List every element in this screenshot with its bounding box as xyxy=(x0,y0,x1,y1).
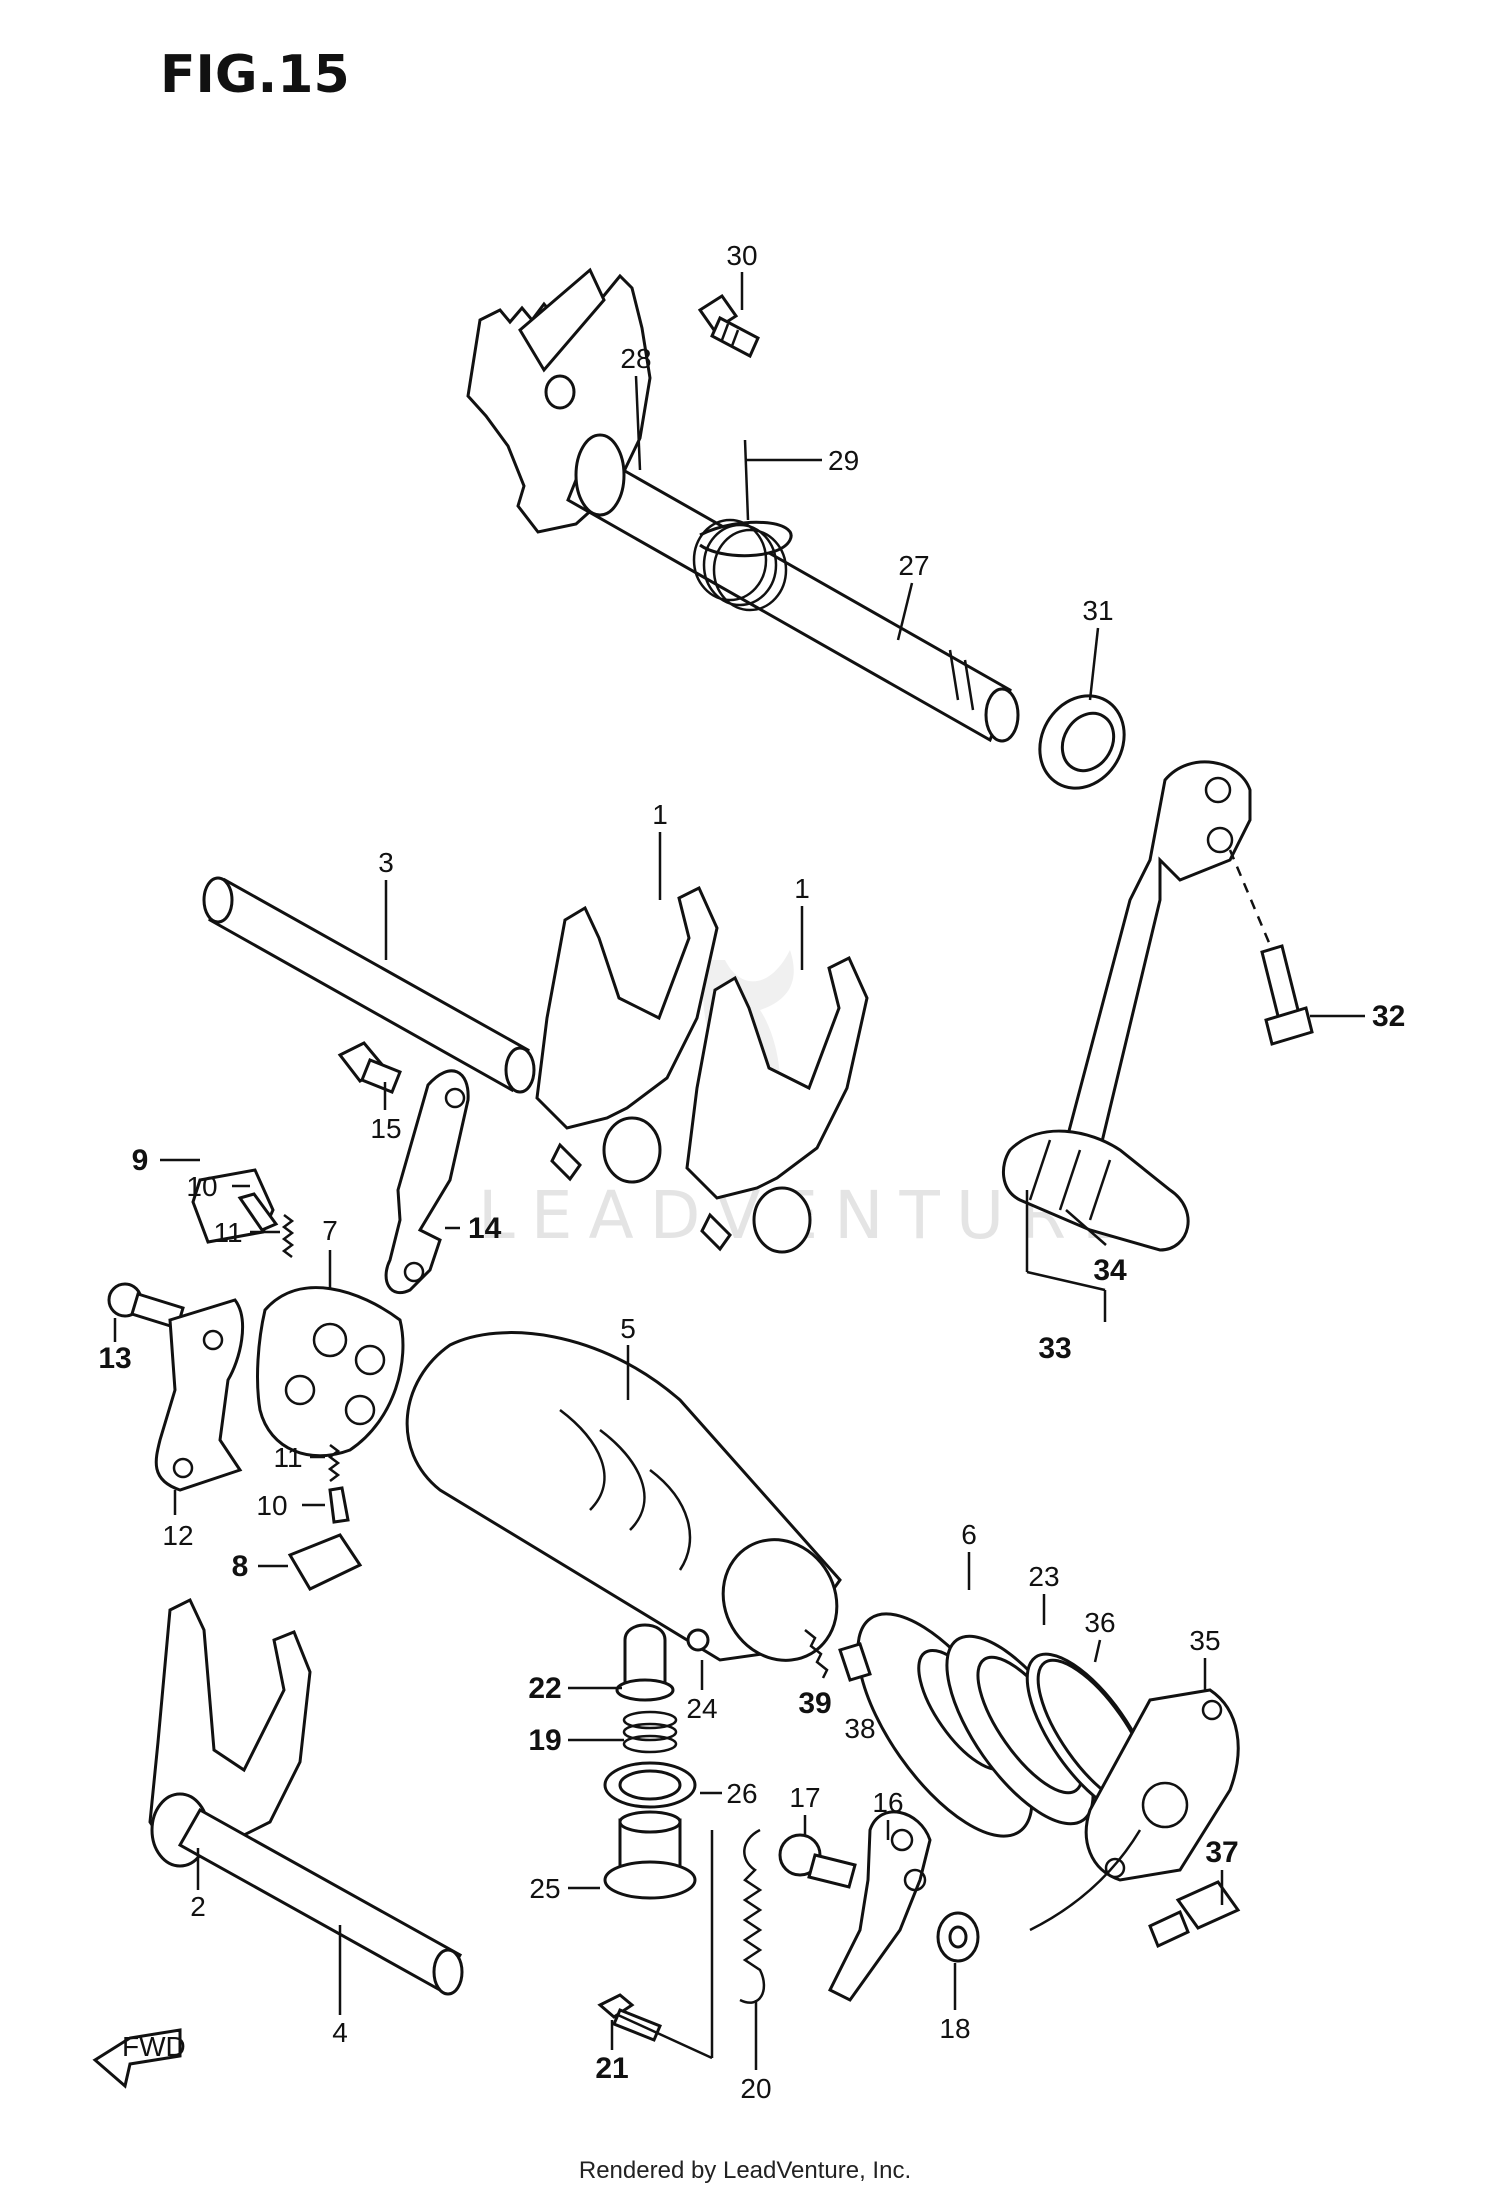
part-11-spring-lower xyxy=(327,1444,341,1482)
part-24-pin xyxy=(686,1628,710,1652)
callout-30: 30 xyxy=(726,240,757,271)
callout-27: 27 xyxy=(898,550,929,581)
callout-19: 19 xyxy=(528,1724,561,1757)
callout-28: 28 xyxy=(620,343,651,374)
callout-31: 31 xyxy=(1082,595,1113,626)
figure-title: FIG.15 xyxy=(160,45,350,105)
callout-15: 15 xyxy=(370,1113,401,1144)
callout-25: 25 xyxy=(529,1873,560,1904)
render-credit: Rendered by LeadVenture, Inc. xyxy=(579,2157,911,2184)
fwd-arrow: FWD xyxy=(92,2028,186,2089)
part-1-shift-fork-b xyxy=(685,955,869,1254)
callout-24: 24 xyxy=(686,1693,717,1724)
callout-21: 21 xyxy=(595,2052,628,2085)
part-14-stopper-plate xyxy=(384,1069,470,1295)
callout-14: 14 xyxy=(468,1212,502,1245)
part-1-shift-fork-a xyxy=(535,885,719,1184)
part-17-bolt xyxy=(778,1833,857,1889)
callout-36: 36 xyxy=(1084,1607,1115,1638)
part-10-pin-lower xyxy=(328,1486,350,1524)
part-21-pin xyxy=(597,1993,662,2042)
part-19-spring xyxy=(622,1710,678,1754)
callout-8: 8 xyxy=(232,1550,249,1583)
part-3-fork-shaft xyxy=(202,876,536,1094)
part-26-gasket xyxy=(603,1761,697,1809)
part-23-gasket xyxy=(945,1634,1095,1826)
callout-3: 3 xyxy=(378,847,394,878)
callout-11b: 11 xyxy=(273,1442,302,1473)
callout-5: 5 xyxy=(620,1313,636,1344)
callout-10b: 10 xyxy=(256,1490,287,1521)
part-18-washer xyxy=(936,1911,980,1963)
callout-13: 13 xyxy=(98,1342,131,1375)
callout-23: 23 xyxy=(1028,1561,1059,1592)
leader-lines xyxy=(113,272,1365,2070)
callout-2: 2 xyxy=(190,1891,206,1922)
callout-1b: 1 xyxy=(794,873,810,904)
part-4-fork-shaft xyxy=(177,1807,464,1996)
callout-20: 20 xyxy=(740,2073,771,2104)
callout-1a: 1 xyxy=(652,799,668,830)
part-7-cam-gear xyxy=(256,1286,405,1458)
part-34-lever-rubber xyxy=(1001,1129,1190,1252)
callout-35: 35 xyxy=(1189,1625,1220,1656)
part-22-plunger xyxy=(615,1623,675,1702)
part-15-bolt xyxy=(337,1041,402,1094)
part-33-gearshift-lever xyxy=(1058,760,1252,1183)
callout-4: 4 xyxy=(332,2017,348,2048)
callout-18: 18 xyxy=(939,2013,970,2044)
fwd-label: FWD xyxy=(122,2031,186,2062)
callout-10a: 10 xyxy=(186,1171,217,1202)
part-27-shift-shaft xyxy=(566,433,1020,743)
callout-16: 16 xyxy=(872,1787,903,1818)
callout-12: 12 xyxy=(162,1520,193,1551)
part-25-plug xyxy=(603,1810,697,1900)
callout-32: 32 xyxy=(1372,1000,1405,1033)
part-5-cam-drum xyxy=(405,1331,842,1662)
part-12-cam-stopper-plate xyxy=(154,1298,244,1492)
callout-29: 29 xyxy=(828,445,859,476)
part-38-pin xyxy=(838,1642,872,1682)
part-11-spring-upper xyxy=(281,1214,295,1258)
part-31-bearing xyxy=(1038,694,1126,790)
callout-38: 38 xyxy=(844,1713,875,1744)
callout-9: 9 xyxy=(132,1144,149,1177)
callout-33: 33 xyxy=(1038,1332,1071,1365)
callout-7: 7 xyxy=(322,1215,338,1246)
part-39-spring xyxy=(804,1629,829,1679)
part-10-pin-upper xyxy=(237,1192,279,1232)
part-20-spring xyxy=(739,1828,766,2004)
callout-39: 39 xyxy=(798,1687,831,1720)
part-32-bolt xyxy=(1260,944,1314,1046)
part-29-return-spring xyxy=(692,439,793,612)
callout-11a: 11 xyxy=(213,1217,242,1248)
part-8-guide xyxy=(287,1533,363,1591)
part-37-bolt xyxy=(1148,1880,1241,1949)
callout-labels: 30 28 29 27 31 3 1 1 32 9 15 10 11 7 14 … xyxy=(98,240,1405,2104)
callout-22: 22 xyxy=(528,1672,561,1705)
callout-26: 26 xyxy=(726,1778,757,1809)
callout-6: 6 xyxy=(961,1519,977,1550)
part-30-bolt xyxy=(697,293,760,359)
part-35-neutral-switch xyxy=(1029,1688,1240,1932)
part-16-cam-stopper xyxy=(827,1810,932,2002)
callout-17: 17 xyxy=(789,1782,820,1813)
callout-37: 37 xyxy=(1205,1836,1238,1869)
callout-34: 34 xyxy=(1093,1254,1127,1287)
